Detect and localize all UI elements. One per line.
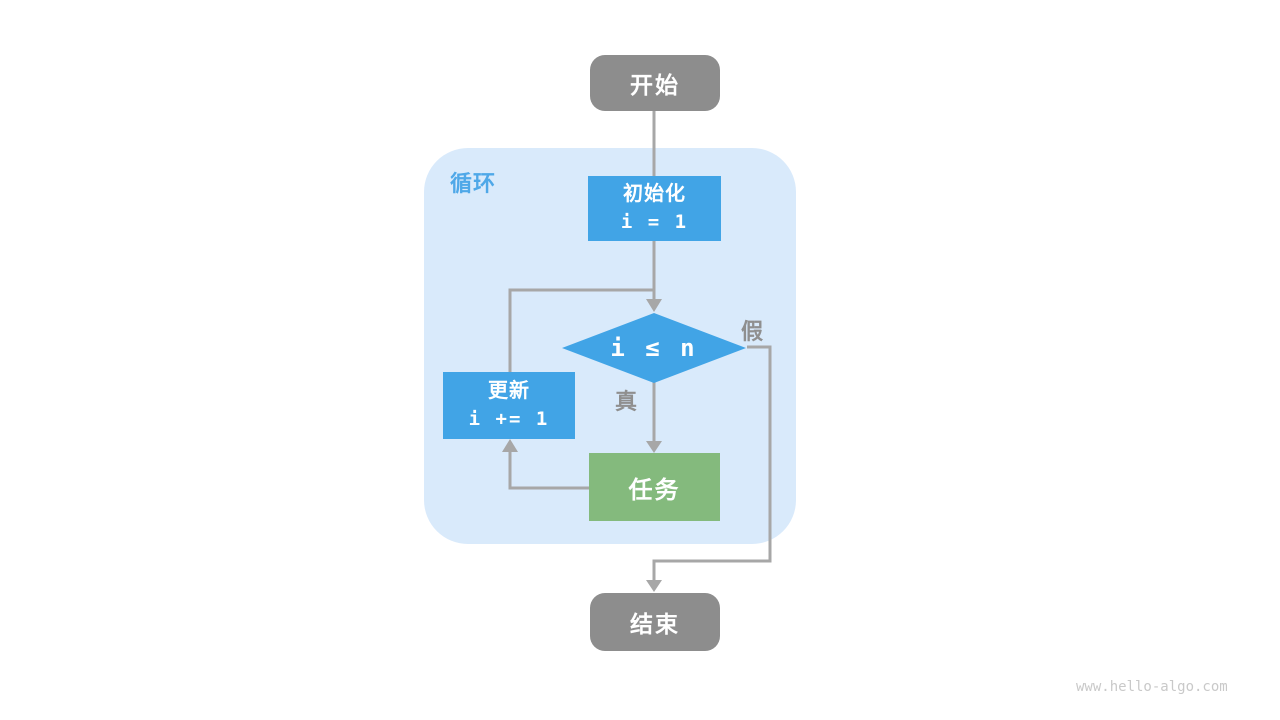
node-init-label: 初始化 — [623, 183, 686, 206]
node-task: 任务 — [589, 453, 720, 521]
connector-task-to-update — [508, 451, 590, 490]
node-update: 更新 i += 1 — [443, 372, 575, 439]
node-end: 结束 — [590, 593, 720, 651]
connector-condition-to-end — [652, 345, 772, 581]
arrowhead-into-end — [646, 580, 662, 592]
watermark-text: www.hello-algo.com — [1076, 679, 1228, 695]
branch-label-false: 假 — [741, 319, 764, 344]
node-update-label: 更新 — [488, 380, 530, 403]
connector-update-loopback — [508, 288, 655, 372]
node-task-label: 任务 — [628, 476, 681, 504]
node-init-code: i = 1 — [620, 211, 689, 234]
node-end-label: 结束 — [630, 611, 680, 637]
arrowhead-into-condition — [646, 299, 662, 312]
node-update-code: i += 1 — [468, 408, 550, 431]
node-init: 初始化 i = 1 — [588, 176, 721, 241]
arrowhead-into-task — [646, 441, 662, 453]
arrowhead-into-update — [502, 439, 518, 452]
node-condition-expression: i ≤ n — [610, 334, 698, 362]
loop-region-label: 循环 — [450, 171, 497, 196]
node-start: 开始 — [590, 55, 720, 111]
branch-label-true: 真 — [615, 389, 638, 414]
node-start-label: 开始 — [630, 72, 680, 98]
